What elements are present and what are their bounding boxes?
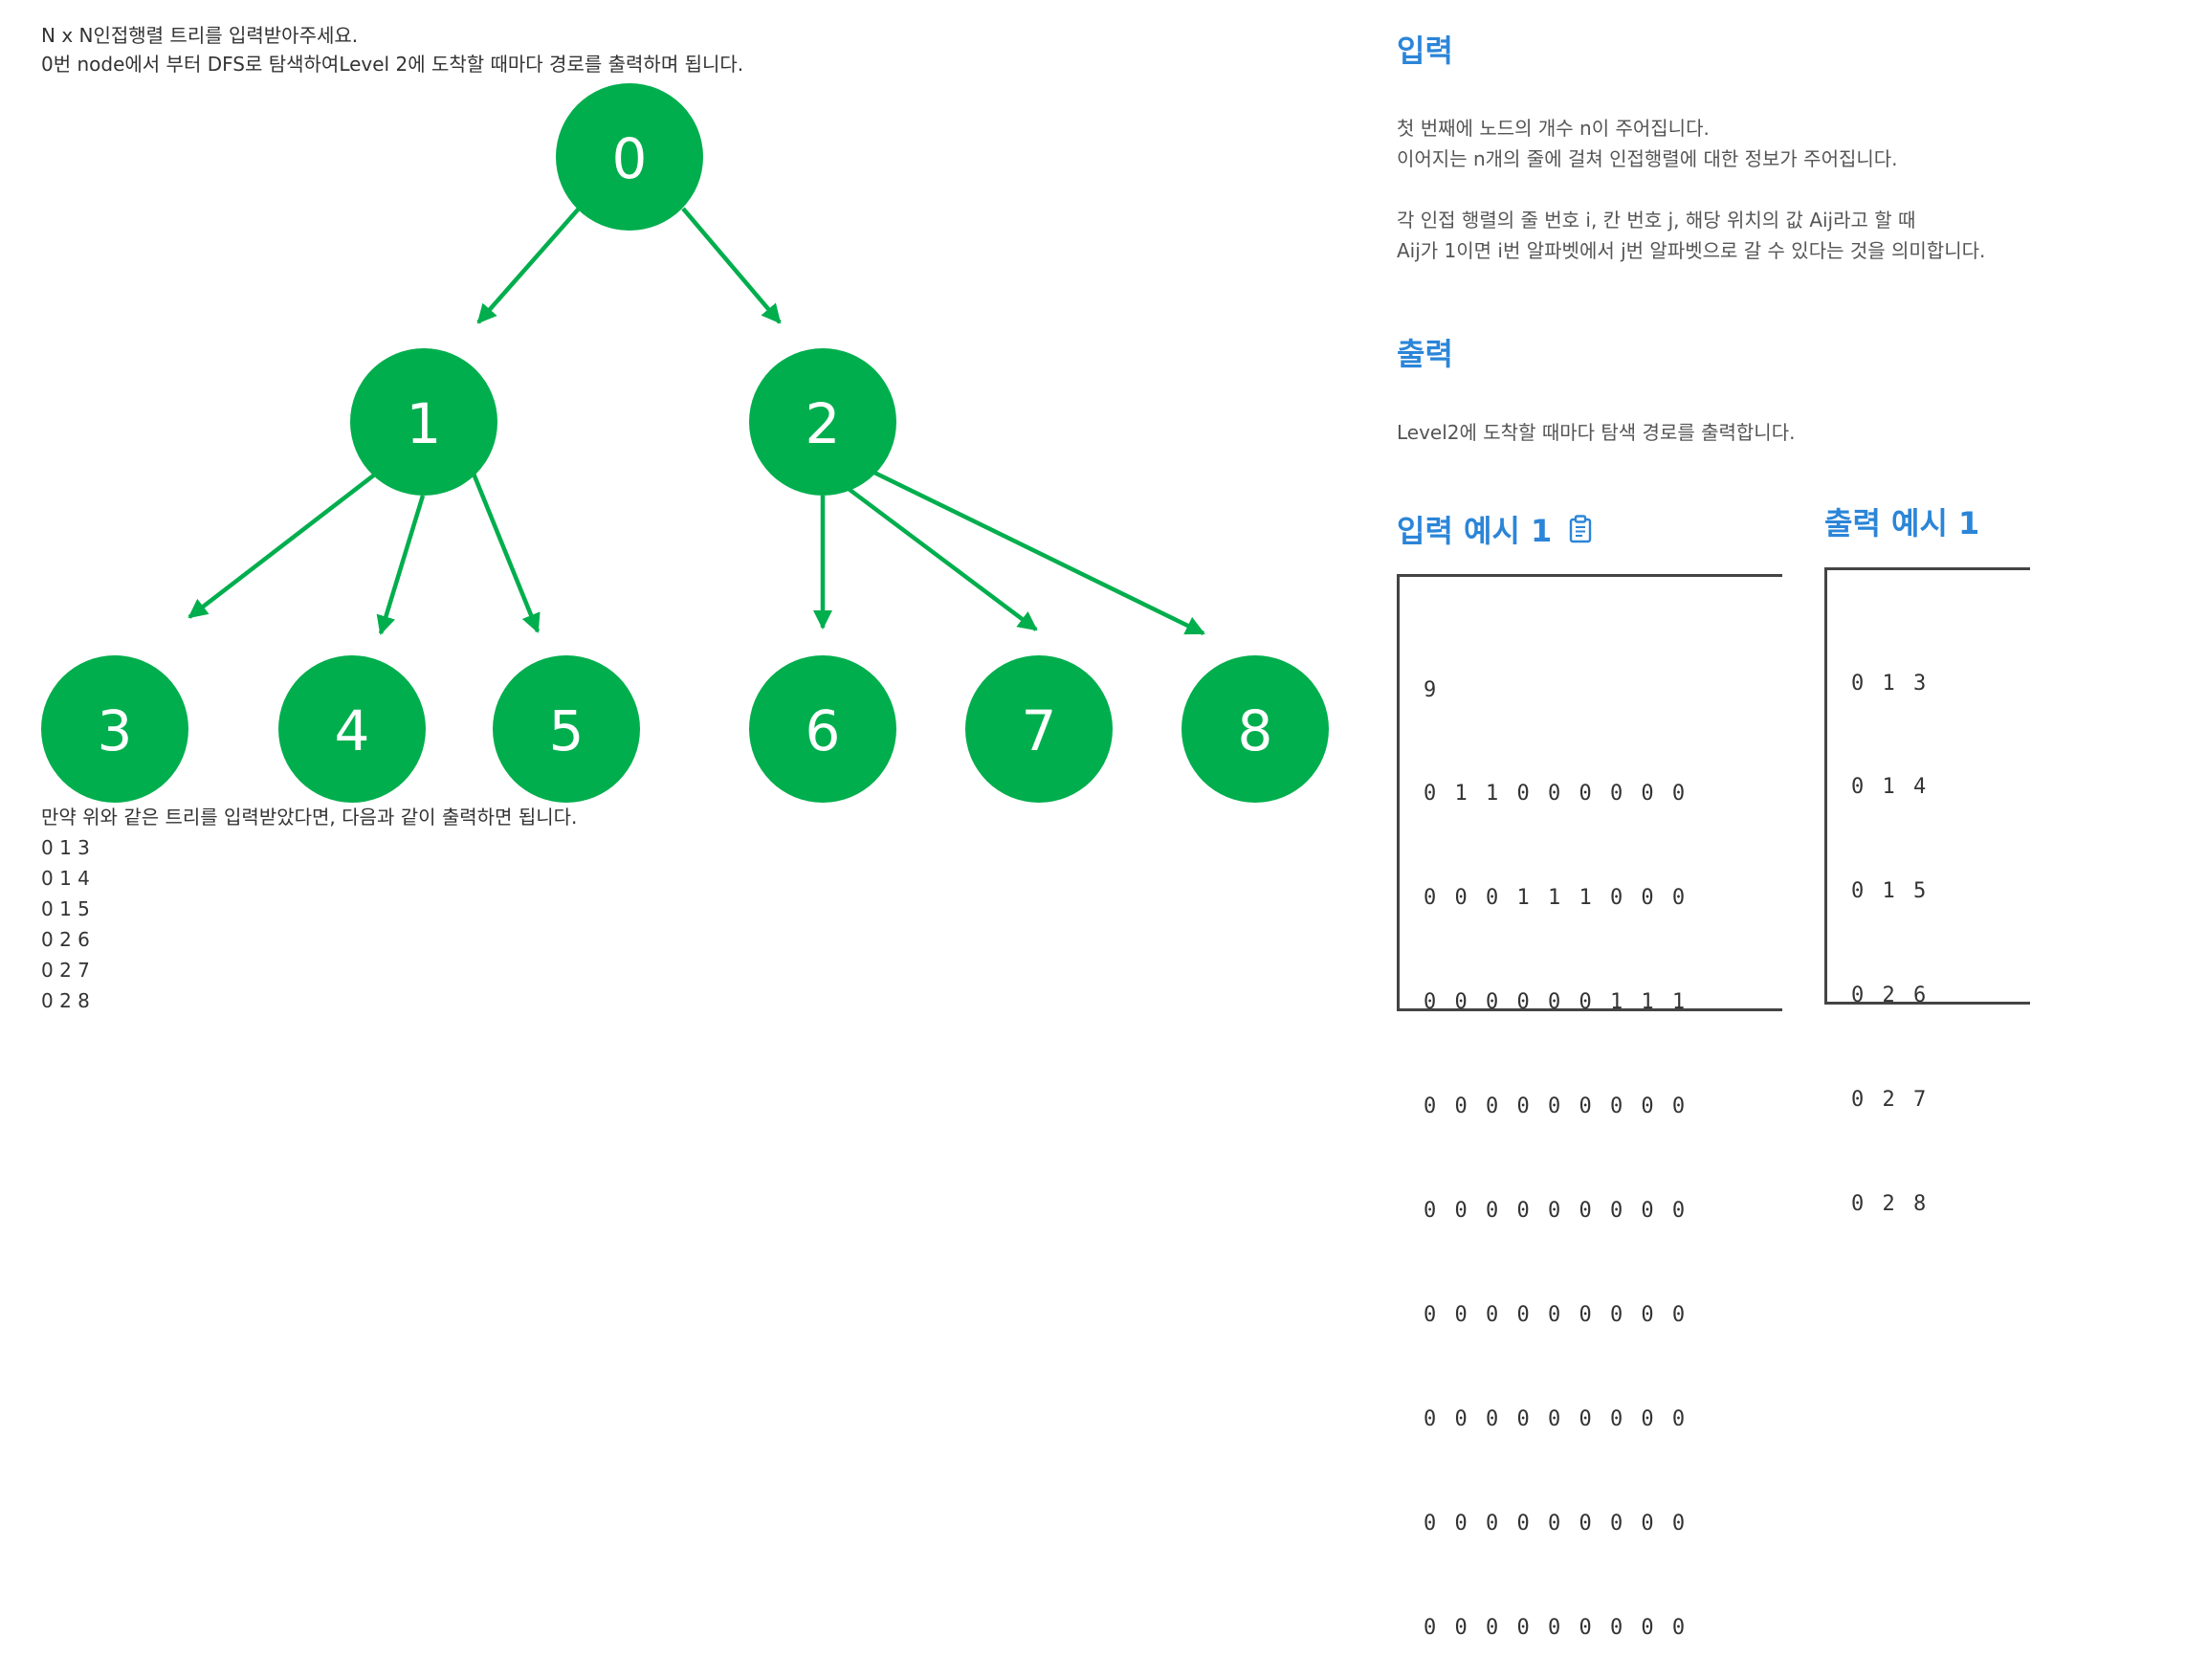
- tree-node-6: 6: [749, 655, 896, 803]
- output-example-box[interactable]: 0 1 3 0 1 4 0 1 5 0 2 6 0 2 7 0 2 8: [1824, 567, 2030, 1216]
- output-example-line: 0 2 8: [1851, 1192, 1930, 1217]
- output-example-title: 출력 예시 1: [1824, 505, 1980, 542]
- example-output-line: 0 2 8: [41, 989, 90, 1012]
- example-output-line: 0 1 4: [41, 867, 90, 890]
- input-example-line: 0 0 0 0 0 0 0 0 0: [1424, 1406, 1689, 1431]
- input-section-title: 입력: [1397, 33, 1453, 69]
- tree-node-label: 5: [549, 698, 585, 763]
- tree-node-2: 2: [749, 348, 896, 496]
- output-example-line: 0 1 4: [1851, 775, 1930, 800]
- tree-edge-1-5: [471, 473, 541, 633]
- tree-node-1: 1: [350, 348, 497, 496]
- tree-node-circle: [1181, 655, 1329, 803]
- tree-node-label: 0: [612, 126, 648, 191]
- input-example-line: 0 0 0 0 0 0 0 0 0: [1424, 1094, 1689, 1119]
- tree-node-8: 8: [1181, 655, 1329, 803]
- tree-node-label: 2: [806, 391, 841, 456]
- tree-node-circle: [749, 348, 896, 496]
- problem-intro-line-2: 0번 node에서 부터 DFS로 탐색하여Level 2에 도착할 때마다 경…: [41, 53, 744, 76]
- input-description-line: 첫 번째에 노드의 개수 n이 주어집니다.: [1397, 117, 1710, 140]
- input-description-spacer: [1397, 174, 1985, 205]
- input-example-box[interactable]: 9 0 1 1 0 0 0 0 0 0 0 0 0 1 1 1 0 0 0 0 …: [1397, 574, 1782, 1640]
- tree-node-4: 4: [278, 655, 426, 803]
- input-description-line: 이어지는 n개의 줄에 걸쳐 인접행렬에 대한 정보가 주어집니다.: [1397, 147, 1898, 170]
- tree-node-label: 4: [335, 698, 370, 763]
- tree-node-circle: [41, 655, 188, 803]
- input-example-line: 0 0 0 0 0 0 0 0 0: [1424, 1511, 1689, 1536]
- tree-node-circle: [350, 348, 497, 496]
- input-section-body: 첫 번째에 노드의 개수 n이 주어집니다. 이어지는 n개의 줄에 걸쳐 인접…: [1397, 113, 1985, 266]
- tree-node-label: 8: [1238, 698, 1273, 763]
- input-example-line: 0 0 0 0 0 0 0 0 0: [1424, 1615, 1689, 1640]
- input-example-line: 0 0 0 0 0 0 0 0 0: [1424, 1199, 1689, 1224]
- tree-diagram: 0 1 2 3 4 5 6 7 8: [41, 83, 1329, 803]
- tree-edge-0-2: [681, 207, 782, 324]
- output-example-line: 0 2 6: [1851, 984, 1930, 1008]
- example-output-explanation: 만약 위와 같은 트리를 입력받았다면, 다음과 같이 출력하면 됩니다. 0 …: [41, 802, 577, 1016]
- tree-node-circle: [278, 655, 426, 803]
- input-example-line: 0 0 0 1 1 1 0 0 0: [1424, 886, 1689, 911]
- example-output-line: 0 2 6: [41, 928, 90, 951]
- output-section-title: 출력: [1397, 336, 1453, 372]
- output-example-line: 0 2 7: [1851, 1088, 1930, 1113]
- tree-edge-1-3: [188, 472, 378, 619]
- input-example-line: 0 1 1 0 0 0 0 0 0: [1424, 782, 1689, 807]
- input-example-title: 입력 예시 1: [1397, 513, 1553, 549]
- example-output-intro: 만약 위와 같은 트리를 입력받았다면, 다음과 같이 출력하면 됩니다.: [41, 806, 578, 829]
- tree-node-circle: [556, 83, 703, 231]
- tree-node-label: 6: [806, 698, 841, 763]
- output-example-line: 0 1 5: [1851, 879, 1930, 904]
- tree-node-circle: [749, 655, 896, 803]
- tree-node-circle: [493, 655, 640, 803]
- tree-edge-2-8: [872, 469, 1205, 636]
- clipboard-icon[interactable]: [1569, 515, 1592, 551]
- tree-edge-0-1: [476, 207, 581, 324]
- tree-node-label: 7: [1022, 698, 1057, 763]
- problem-intro-line-1: N x N인접행렬 트리를 입력받아주세요.: [41, 24, 359, 47]
- input-example-line: 0 0 0 0 0 0 0 0 0: [1424, 1302, 1689, 1327]
- tree-node-circle: [965, 655, 1113, 803]
- example-output-line: 0 2 7: [41, 959, 90, 982]
- tree-edge-2-7: [847, 487, 1038, 631]
- input-example-heading: 입력 예시 1: [1397, 507, 1592, 551]
- example-output-line: 0 1 3: [41, 836, 90, 859]
- tree-node-label: 1: [407, 391, 442, 456]
- tree-node-7: 7: [965, 655, 1113, 803]
- input-description-line: 각 인접 행렬의 줄 번호 i, 칸 번호 j, 해당 위치의 값 Aij라고 …: [1397, 209, 1916, 232]
- tree-node-3: 3: [41, 655, 188, 803]
- output-section-body: Level2에 도착할 때마다 탐색 경로를 출력합니다.: [1397, 421, 1796, 444]
- input-example-line: 0 0 0 0 0 0 1 1 1: [1424, 990, 1689, 1015]
- example-output-line: 0 1 5: [41, 897, 90, 920]
- input-example-line: 9: [1424, 677, 1440, 702]
- input-description-line: Aij가 1이면 i번 알파벳에서 j번 알파벳으로 갈 수 있다는 것을 의미…: [1397, 239, 1986, 262]
- tree-node-5: 5: [493, 655, 640, 803]
- tree-node-label: 3: [98, 698, 133, 763]
- tree-edge-1-4: [376, 495, 426, 635]
- tree-node-0: 0: [556, 83, 703, 231]
- output-example-line: 0 1 3: [1851, 671, 1930, 696]
